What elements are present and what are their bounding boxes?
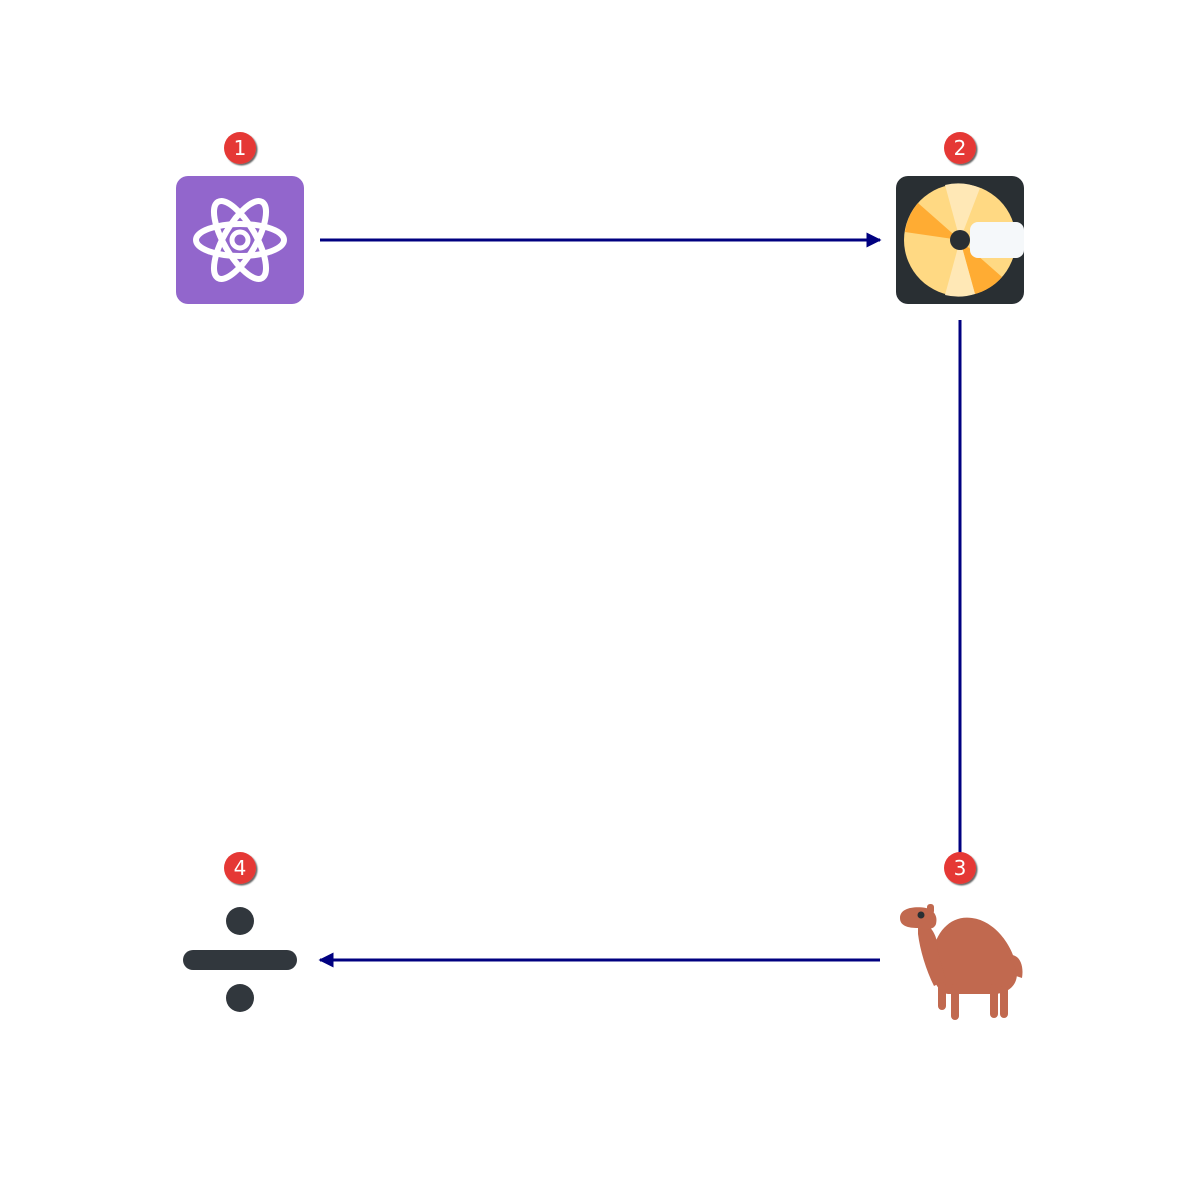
camel-icon bbox=[900, 904, 1023, 1020]
step-badge-label: 3 bbox=[954, 856, 967, 880]
step-badge: 4 bbox=[224, 852, 256, 884]
atom-symbol-icon bbox=[176, 176, 304, 304]
node-3[interactable]: 3 bbox=[900, 852, 1023, 1020]
step-badge-label: 4 bbox=[234, 856, 247, 880]
edges bbox=[318, 232, 962, 968]
node-4[interactable]: 4 bbox=[183, 852, 297, 1012]
node-2[interactable]: 2 bbox=[896, 132, 1024, 304]
step-badge: 2 bbox=[944, 132, 976, 164]
minidisc-icon bbox=[896, 176, 1024, 304]
step-badge-label: 2 bbox=[954, 136, 967, 160]
node-1[interactable]: 1 bbox=[176, 132, 304, 304]
division-sign-icon bbox=[183, 907, 297, 1012]
step-badge: 1 bbox=[224, 132, 256, 164]
step-badge-label: 1 bbox=[234, 136, 247, 160]
step-badge: 3 bbox=[944, 852, 976, 884]
